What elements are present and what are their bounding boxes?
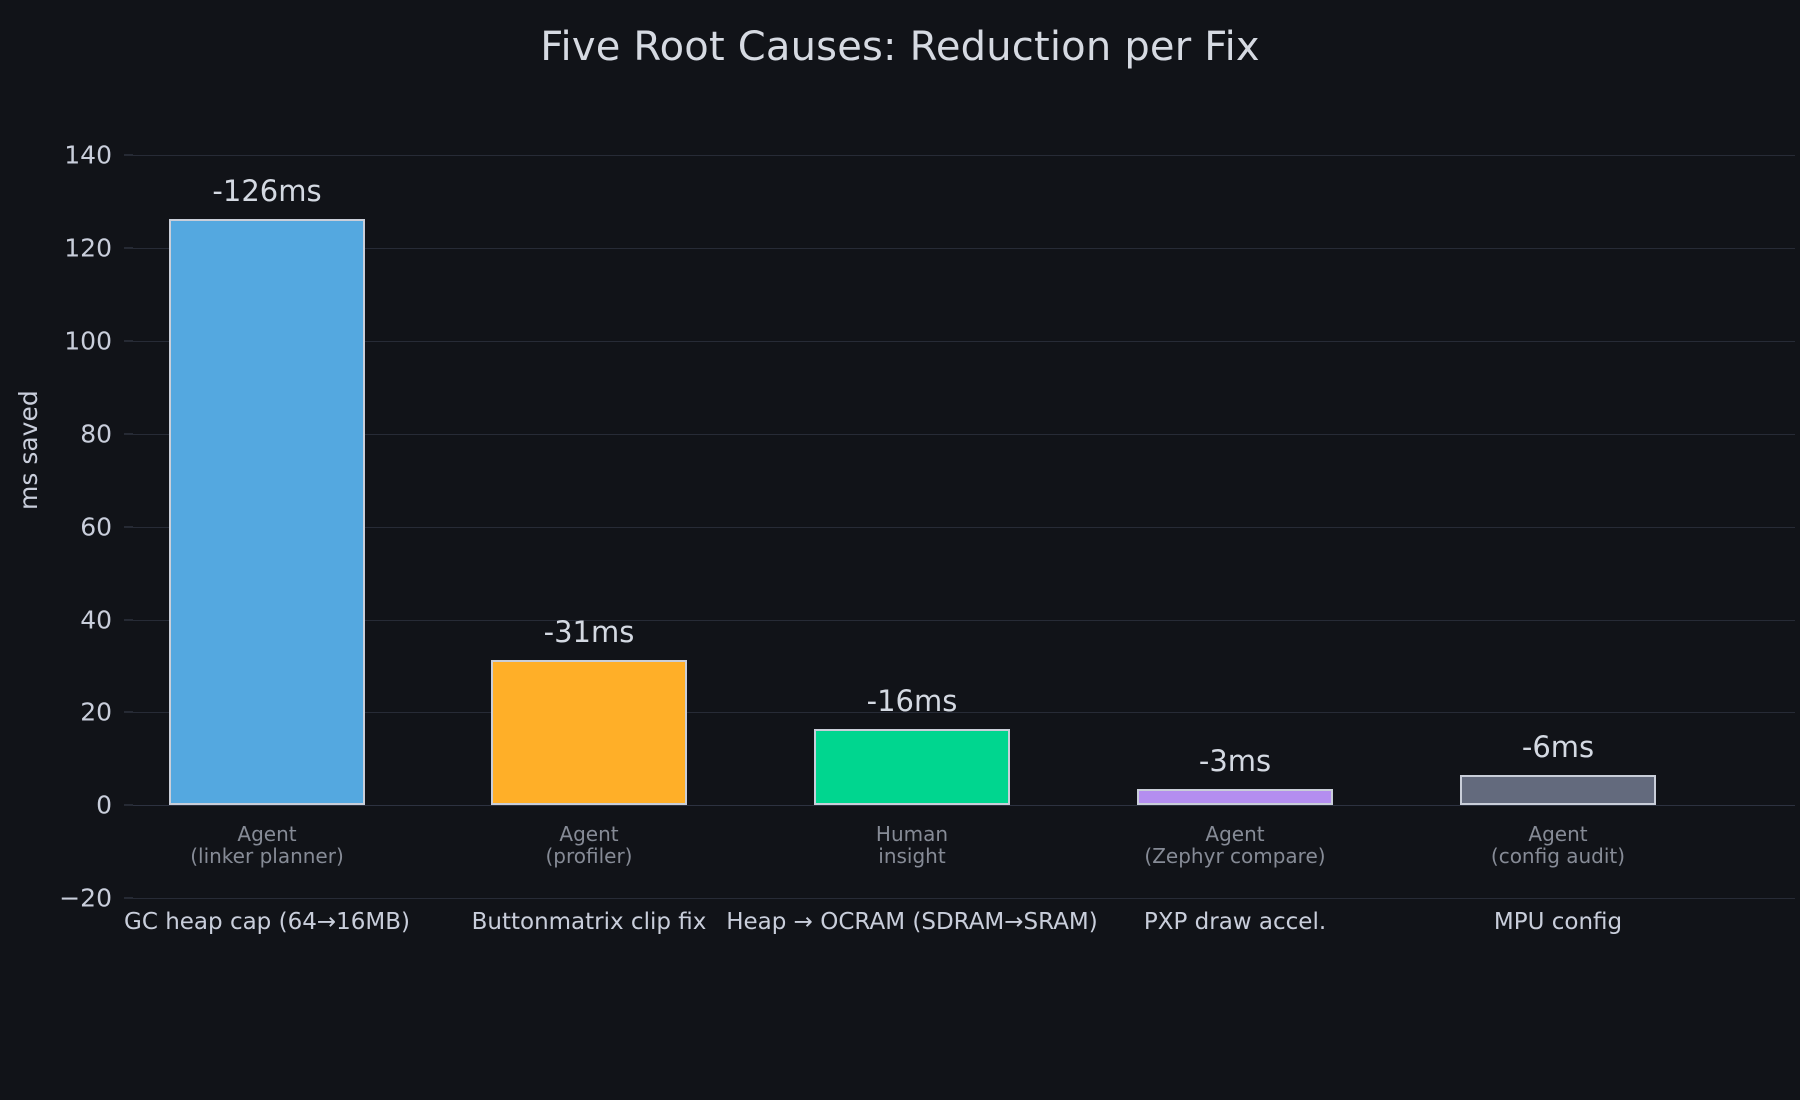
gridline-140	[133, 155, 1795, 156]
ytick-label-140: 140	[64, 140, 112, 170]
xtick-label-mpu-config: MPU config	[1493, 909, 1623, 935]
gridline-minus20	[133, 898, 1795, 899]
bar-pxp-draw-accel[interactable]	[1137, 789, 1333, 805]
bar-annotation-gc-heap-cap: Agent (linker planner)	[190, 822, 344, 869]
ytick-mark-0	[124, 804, 133, 806]
ytick-mark-100	[124, 340, 133, 342]
ytick-mark-120	[124, 247, 133, 249]
xtick-label-buttonmatrix-clip-fix: Buttonmatrix clip fix	[471, 909, 707, 935]
ytick-label-0: 0	[96, 790, 112, 820]
bar-annotation-buttonmatrix-clip-fix: Agent (profiler)	[545, 822, 633, 869]
ytick-label-minus20: −20	[59, 883, 112, 913]
bar-value-pxp-draw-accel: -3ms	[1198, 744, 1272, 778]
bar-heap-ocram[interactable]	[814, 729, 1010, 805]
xtick-label-gc-heap-cap: GC heap cap (64→16MB)	[124, 909, 410, 935]
bar-annotation-heap-ocram: Human insight	[875, 822, 949, 869]
gridline-80	[133, 434, 1795, 435]
chart-title: Five Root Causes: Reduction per Fix	[540, 24, 1260, 70]
gridline-100	[133, 341, 1795, 342]
gridline-20	[133, 712, 1795, 713]
bar-mpu-config[interactable]	[1460, 775, 1656, 805]
xtick-label-pxp-draw-accel: PXP draw accel.	[1143, 909, 1327, 935]
ytick-label-60: 60	[80, 512, 112, 542]
ytick-label-40: 40	[80, 605, 112, 635]
bar-value-buttonmatrix-clip-fix: -31ms	[543, 615, 635, 649]
ytick-label-20: 20	[80, 697, 112, 727]
ytick-mark-minus20	[124, 897, 133, 899]
ytick-label-100: 100	[64, 326, 112, 356]
ytick-mark-60	[124, 526, 133, 528]
bar-value-mpu-config: -6ms	[1521, 730, 1595, 764]
bar-buttonmatrix-clip-fix[interactable]	[491, 660, 687, 805]
ytick-label-80: 80	[80, 419, 112, 449]
bar-annotation-mpu-config: Agent (config audit)	[1490, 822, 1626, 869]
bar-value-heap-ocram: -16ms	[866, 684, 958, 718]
ytick-mark-80	[124, 433, 133, 435]
gridline-0	[133, 805, 1795, 806]
ytick-mark-140	[124, 154, 133, 156]
plot-area: 140 120 100 80 60 40 20 0 −20 -126ms -31…	[59, 118, 1795, 934]
gridline-40	[133, 620, 1795, 621]
bar-gc-heap-cap[interactable]	[169, 219, 365, 805]
ytick-label-120: 120	[64, 233, 112, 263]
bar-value-gc-heap-cap: -126ms	[212, 174, 322, 208]
gridline-60	[133, 527, 1795, 528]
y-axis-label: ms saved	[14, 390, 43, 510]
xtick-label-heap-ocram: Heap → OCRAM (SDRAM→SRAM)	[726, 909, 1098, 935]
ytick-mark-20	[124, 711, 133, 713]
ytick-mark-40	[124, 619, 133, 621]
gridline-120	[133, 248, 1795, 249]
bar-annotation-pxp-draw-accel: Agent (Zephyr compare)	[1144, 822, 1326, 869]
